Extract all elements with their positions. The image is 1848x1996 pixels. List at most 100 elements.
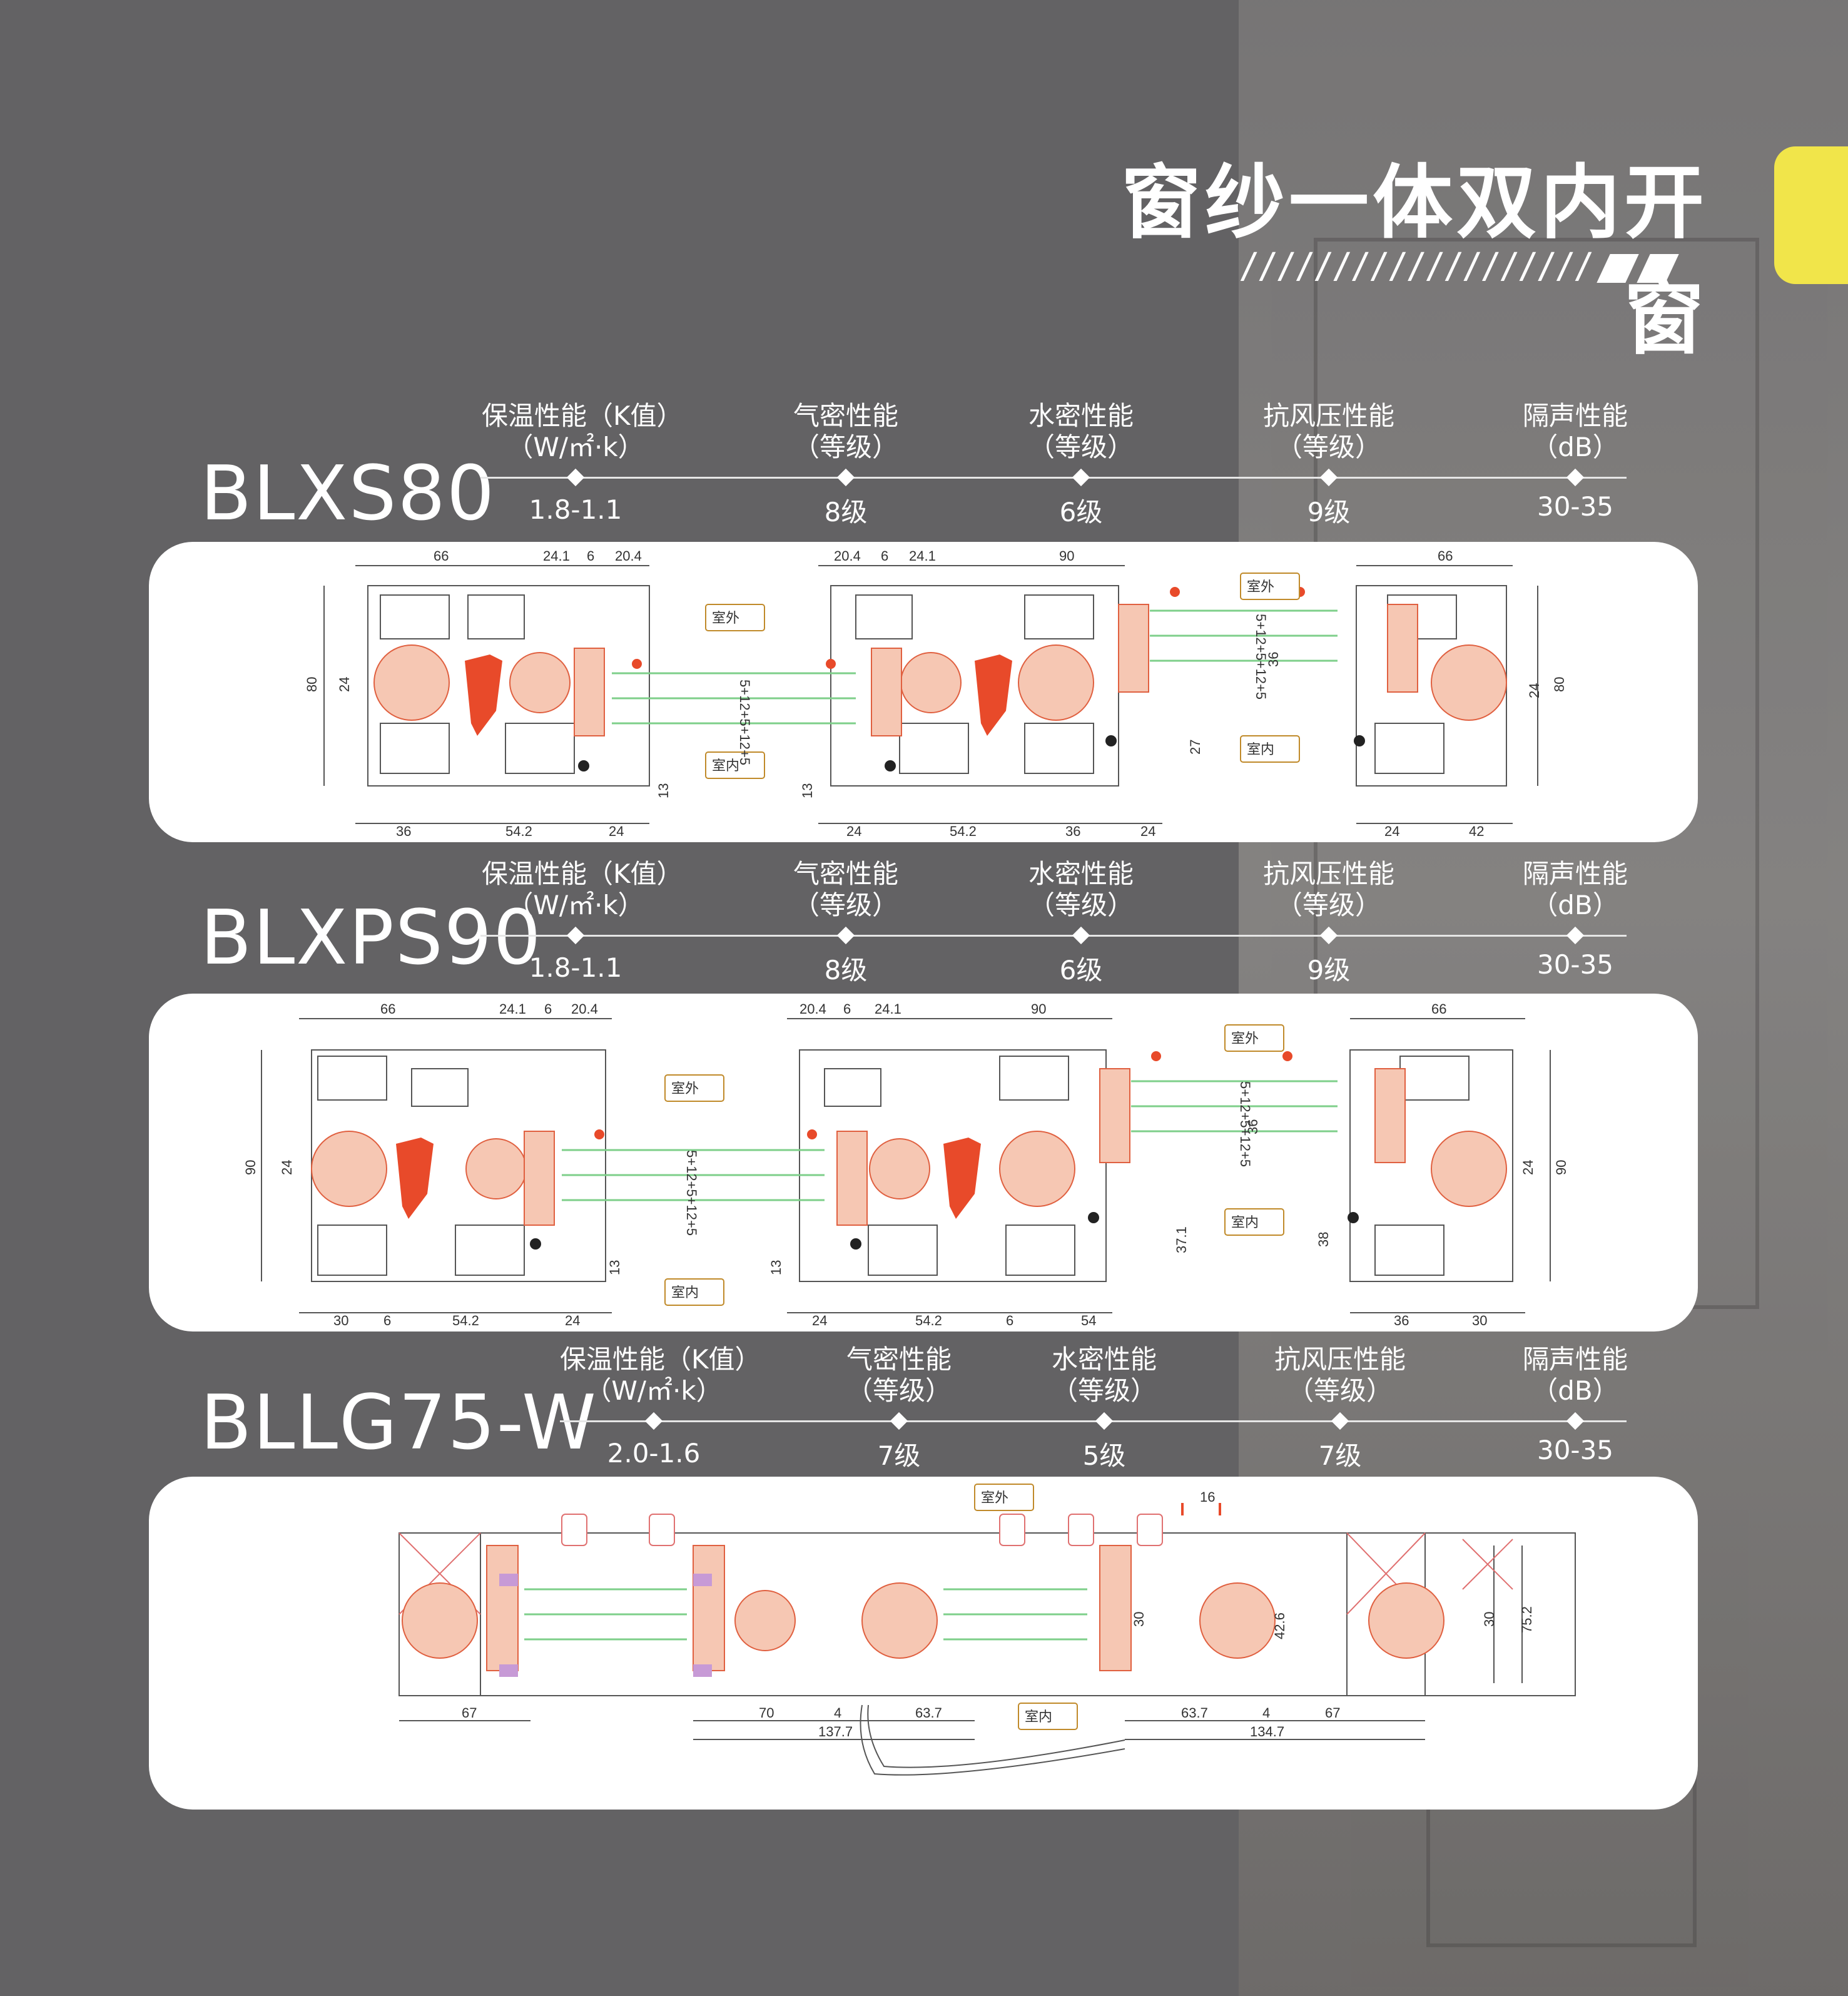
dim-bottom: 24 bbox=[846, 823, 861, 839]
dim-side: 80 bbox=[304, 677, 320, 692]
spec-value: 30-35 bbox=[1536, 491, 1614, 522]
dim-top: 20.4 bbox=[800, 1001, 826, 1017]
dim-bottom: 6 bbox=[383, 1313, 391, 1328]
spec-value: 6级 bbox=[1059, 955, 1103, 985]
drawing-card-blxps90: 室外 室内 室外 室内 5+12+5+12+5 5+12+5+12+5 66 2… bbox=[149, 994, 1698, 1332]
spec-label: 气密性能 bbox=[793, 400, 898, 431]
dim-side: 24 bbox=[1520, 1160, 1536, 1175]
dim-bottom: 30 bbox=[1472, 1313, 1487, 1328]
spec-row: 保温性能（K值） （W/㎡·k） 1.8-1.1 气密性能 （等级） 8级 水密… bbox=[0, 858, 1848, 985]
dim-top: 66 bbox=[434, 548, 449, 564]
dim-top: 66 bbox=[1438, 548, 1453, 564]
spec-unit: （W/㎡·k） bbox=[507, 890, 644, 920]
stripes-text: /////////////////// bbox=[1239, 250, 1595, 283]
dim-top: 6 bbox=[544, 1001, 552, 1017]
dim-bottom: 24 bbox=[1140, 823, 1155, 839]
spec-marker bbox=[1072, 926, 1090, 945]
spec-axis bbox=[480, 477, 1627, 479]
spec-unit: （等级） bbox=[1051, 1375, 1157, 1406]
spec-value: 30-35 bbox=[1536, 1435, 1614, 1465]
spec-sound: 隔声性能 （dB） 30-35 bbox=[1481, 1344, 1669, 1465]
dim-bottom: 63.7 bbox=[915, 1705, 942, 1721]
dim-bottom: 24 bbox=[812, 1313, 827, 1328]
dim-top: 6 bbox=[843, 1001, 851, 1017]
dim-side: 75.2 bbox=[1519, 1606, 1535, 1633]
spec-marker bbox=[1566, 926, 1585, 945]
dim-side: 24 bbox=[1526, 683, 1542, 698]
dim-top: 6 bbox=[881, 548, 888, 564]
dim-bottom: 54 bbox=[1081, 1313, 1096, 1328]
model-name: BLXPS90 bbox=[200, 895, 542, 982]
spec-label: 气密性能 bbox=[793, 858, 898, 889]
dim-bottom: 4 bbox=[834, 1705, 841, 1721]
glass-spec: 5+12+5+12+5 bbox=[684, 1150, 699, 1236]
spec-value: 9级 bbox=[1307, 497, 1351, 527]
spec-value: 5级 bbox=[1082, 1440, 1126, 1471]
dim-bottom: 54.2 bbox=[452, 1313, 479, 1328]
section-drawing: 室外 室内 室外 室内 5+12+5+12+5 5+12+5+12+5 66 2… bbox=[304, 548, 1567, 839]
spec-marker bbox=[1072, 468, 1090, 487]
dim-bottom: 24 bbox=[609, 823, 624, 839]
spec-marker bbox=[566, 926, 585, 945]
spec-value: 8级 bbox=[824, 955, 868, 985]
dim-side: 13 bbox=[768, 1260, 784, 1275]
spec-watertight: 水密性能 （等级） 5级 bbox=[1010, 1344, 1198, 1471]
spec-value: 1.8-1.1 bbox=[529, 494, 622, 525]
dim-bottom: 30 bbox=[333, 1313, 348, 1328]
model-name: BLLG75-W bbox=[200, 1380, 597, 1467]
spec-label: 抗风压性能 bbox=[1262, 858, 1394, 889]
dim-side: 90 bbox=[243, 1160, 258, 1175]
label-outdoor: 室外 bbox=[671, 1081, 699, 1097]
dim-bottom: 36 bbox=[1065, 823, 1080, 839]
spec-unit: （等级） bbox=[846, 1375, 952, 1406]
glass-spec: 5+12+5+12+5 bbox=[1253, 614, 1269, 700]
dim-top: 6 bbox=[587, 548, 594, 564]
spec-value: 30-35 bbox=[1536, 949, 1614, 980]
spec-unit: （等级） bbox=[793, 432, 898, 462]
spec-airtight: 气密性能 （等级） 7级 bbox=[805, 1344, 993, 1471]
dim-top: 24.1 bbox=[875, 1001, 901, 1017]
spec-axis bbox=[560, 1420, 1627, 1422]
spec-label: 抗风压性能 bbox=[1262, 400, 1394, 431]
spec-label: 抗风压性能 bbox=[1274, 1344, 1406, 1375]
glass-spec: 5+12+5+12+5 bbox=[1237, 1081, 1253, 1167]
dim-side: 90 bbox=[1553, 1160, 1569, 1175]
label-indoor: 室内 bbox=[671, 1285, 699, 1301]
spec-marker bbox=[1331, 1412, 1349, 1430]
dim-bottom: 67 bbox=[1325, 1705, 1340, 1721]
stripe-block bbox=[1636, 253, 1679, 283]
dim-side: 24 bbox=[337, 677, 352, 692]
spec-marker bbox=[566, 468, 585, 487]
spec-watertight: 水密性能 （等级） 6级 bbox=[987, 400, 1175, 527]
drawing-card-blxs80: 室外 室内 室外 室内 5+12+5+12+5 5+12+5+12+5 66 2… bbox=[149, 542, 1698, 842]
spec-unit: （等级） bbox=[793, 890, 898, 920]
glass-spec: 5+12+5+12+5 bbox=[737, 680, 753, 765]
spec-airtight: 气密性能 （等级） 8级 bbox=[752, 858, 940, 985]
dim-top: 20.4 bbox=[834, 548, 861, 564]
dim-top: 20.4 bbox=[571, 1001, 598, 1017]
spec-value: 8级 bbox=[824, 497, 868, 527]
spec-label: 水密性能 bbox=[1051, 1344, 1157, 1375]
spec-marker bbox=[1566, 468, 1585, 487]
spec-thermal: 保温性能（K值） （W/㎡·k） 1.8-1.1 bbox=[482, 858, 683, 983]
section-drawing: 室外 室内 16 67 70 4 63.7 137.7 63.7 4 67 13… bbox=[399, 1484, 1576, 1776]
dim-top: 66 bbox=[1431, 1001, 1446, 1017]
spec-wind: 抗风压性能 （等级） 9级 bbox=[1235, 400, 1423, 527]
spec-marker bbox=[1095, 1412, 1114, 1430]
spec-airtight: 气密性能 （等级） 8级 bbox=[752, 400, 940, 527]
dim-bottom: 36 bbox=[396, 823, 411, 839]
spec-row: 保温性能（K值） （W/㎡·k） 1.8-1.1 气密性能 （等级） 8级 水密… bbox=[0, 400, 1848, 527]
spec-watertight: 水密性能 （等级） 6级 bbox=[987, 858, 1175, 985]
dim-side: 38 bbox=[1316, 1232, 1331, 1247]
spec-label: 水密性能 bbox=[1028, 400, 1134, 431]
spec-unit: （dB） bbox=[1531, 1375, 1619, 1406]
dim-bottom: 24 bbox=[565, 1313, 580, 1328]
spec-unit: （等级） bbox=[1028, 890, 1134, 920]
dim-bottom: 24 bbox=[1384, 823, 1399, 839]
dim-bottom: 54.2 bbox=[950, 823, 977, 839]
dim-bottom: 70 bbox=[759, 1705, 774, 1721]
spec-value: 7级 bbox=[877, 1440, 921, 1471]
spec-value: 2.0-1.6 bbox=[607, 1438, 701, 1469]
spec-thermal: 保温性能（K值） （W/㎡·k） 2.0-1.6 bbox=[560, 1344, 761, 1469]
dim-side: 13 bbox=[656, 783, 671, 798]
